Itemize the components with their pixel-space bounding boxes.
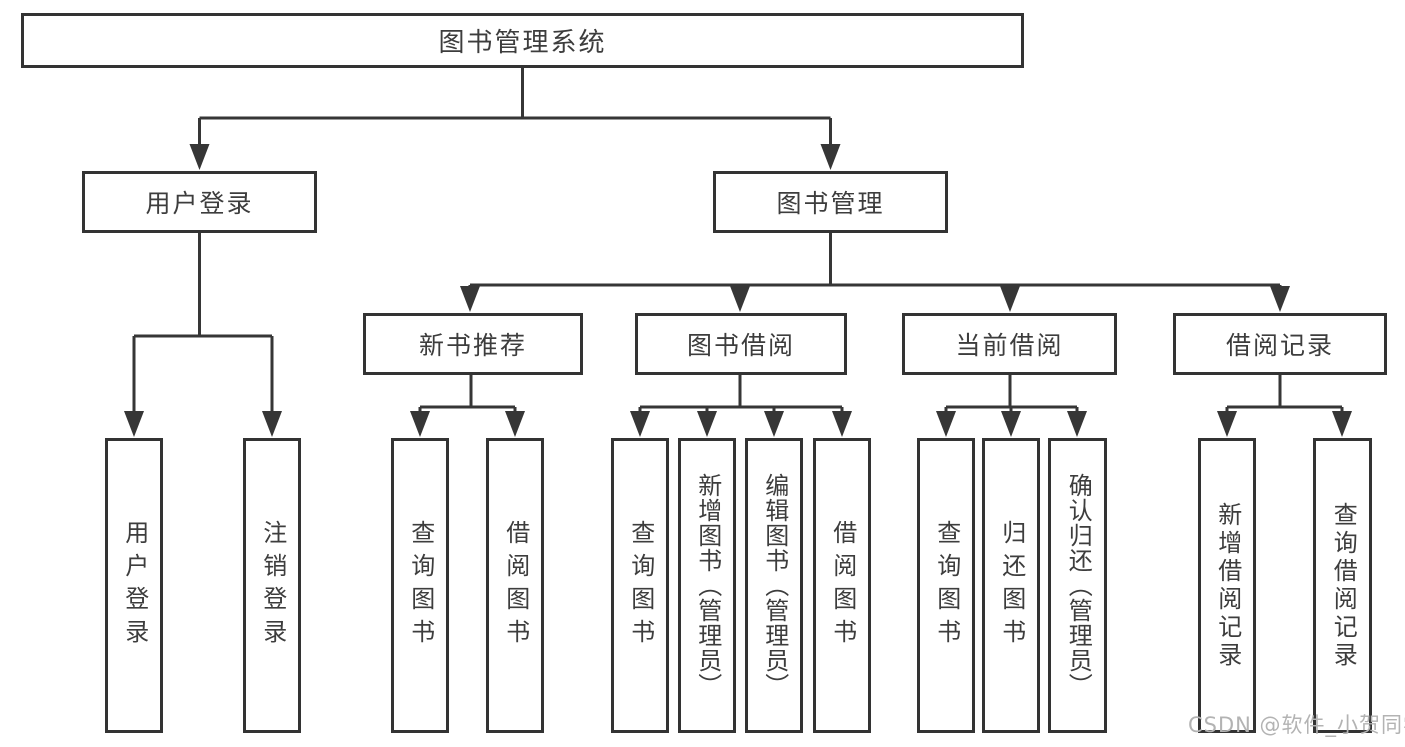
node-leaf-borrow-books-new-label: 借阅图书 — [501, 519, 530, 652]
node-leaf-logout: 注销登录 — [243, 438, 301, 733]
arrowhead-icon — [1001, 411, 1021, 437]
connector-borrow-records-children — [1225, 375, 1344, 413]
connector-new-books-children — [418, 375, 517, 413]
node-new-books-label: 新书推荐 — [418, 331, 527, 360]
arrowhead-icon — [1270, 286, 1290, 312]
arrowhead-icon — [764, 411, 784, 437]
node-leaf-query-books-current-label: 查询图书 — [932, 519, 961, 652]
node-new-books: 新书推荐 — [363, 313, 583, 375]
node-leaf-add-book-admin: 新增图书（管理员） — [678, 438, 736, 733]
connector-user-login-children — [132, 233, 274, 413]
node-leaf-query-borrow-record: 查询借阅记录 — [1313, 438, 1372, 733]
arrowhead-icon — [1217, 411, 1237, 437]
node-book-mgmt-label: 图书管理 — [776, 189, 885, 218]
node-leaf-add-book-admin-label: 新增图书（管理员） — [693, 473, 722, 698]
arrowhead-icon — [124, 411, 144, 437]
node-leaf-add-borrow-record-label: 新增借阅记录 — [1213, 501, 1242, 670]
arrowhead-icon — [1332, 411, 1352, 437]
node-borrow-records: 借阅记录 — [1173, 313, 1387, 375]
arrowhead-icon — [630, 411, 650, 437]
connector-book-mgmt-children — [468, 233, 1282, 290]
node-leaf-query-books-new-label: 查询图书 — [406, 519, 435, 652]
arrowhead-icon — [1067, 411, 1087, 437]
node-leaf-query-books-current: 查询图书 — [917, 438, 975, 733]
arrowhead-icon — [936, 411, 956, 437]
arrowhead-icon — [1000, 286, 1020, 312]
node-leaf-query-books-label: 查询图书 — [626, 519, 655, 652]
node-borrow-records-label: 借阅记录 — [1225, 331, 1334, 360]
node-leaf-confirm-return-admin: 确认归还（管理员） — [1048, 438, 1107, 733]
node-leaf-add-borrow-record: 新增借阅记录 — [1198, 438, 1256, 733]
node-leaf-return-book-label: 归还图书 — [997, 519, 1026, 652]
node-leaf-edit-book-admin: 编辑图书（管理员） — [745, 438, 803, 733]
node-book-mgmt: 图书管理 — [713, 171, 948, 233]
connector-book-borrow-children — [638, 375, 844, 413]
node-leaf-borrow-books-new: 借阅图书 — [486, 438, 544, 733]
arrowhead-icon — [410, 411, 430, 437]
connector-root-to-level2 — [198, 68, 832, 148]
node-book-borrow-label: 图书借阅 — [686, 331, 795, 360]
node-leaf-borrow-books-label: 借阅图书 — [828, 519, 857, 652]
arrowheads — [124, 144, 1352, 437]
node-leaf-query-books-new: 查询图书 — [391, 438, 449, 733]
node-leaf-user-login: 用户登录 — [105, 438, 163, 733]
node-leaf-confirm-return-admin-label: 确认归还（管理员） — [1064, 473, 1093, 698]
node-user-login-label: 用户登录 — [145, 189, 254, 218]
arrowhead-icon — [189, 144, 210, 170]
arrowhead-icon — [730, 286, 750, 312]
arrowhead-icon — [505, 411, 525, 437]
arrowhead-icon — [832, 411, 852, 437]
node-leaf-return-book: 归还图书 — [982, 438, 1040, 733]
node-leaf-logout-label: 注销登录 — [258, 519, 287, 652]
arrowhead-icon — [460, 286, 480, 312]
node-leaf-user-login-label: 用户登录 — [120, 519, 149, 652]
node-leaf-borrow-books: 借阅图书 — [813, 438, 871, 733]
node-root-label: 图书管理系统 — [438, 28, 607, 58]
node-root: 图书管理系统 — [21, 13, 1024, 68]
arrowhead-icon — [697, 411, 717, 437]
connector-current-borrow-children — [944, 375, 1079, 413]
node-current-borrow-label: 当前借阅 — [955, 331, 1064, 360]
node-user-login: 用户登录 — [82, 171, 317, 233]
node-leaf-edit-book-admin-label: 编辑图书（管理员） — [760, 473, 789, 698]
arrowhead-icon — [820, 144, 841, 170]
node-leaf-query-borrow-record-label: 查询借阅记录 — [1329, 501, 1358, 670]
node-leaf-query-books: 查询图书 — [611, 438, 669, 733]
arrowhead-icon — [262, 411, 282, 437]
csdn-watermark: CSDN @软件_小贺同学 — [1188, 713, 1405, 737]
node-current-borrow: 当前借阅 — [902, 313, 1117, 375]
node-book-borrow: 图书借阅 — [635, 313, 847, 375]
